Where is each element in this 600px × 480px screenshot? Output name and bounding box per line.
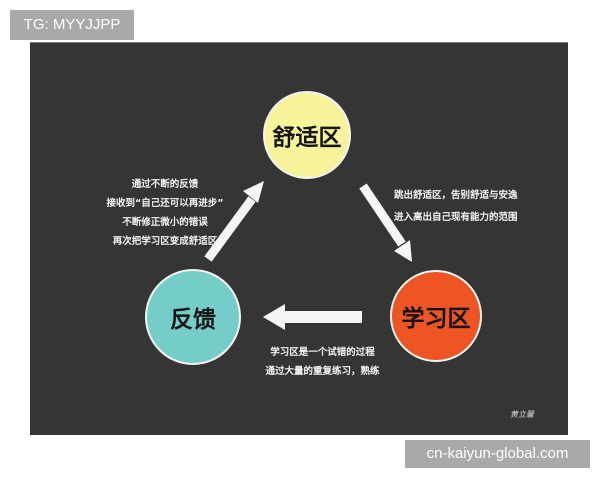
caption-line: 不断修正微小的错误 [122,217,208,228]
caption-line: 通过不断的反馈 [131,179,199,190]
caption-comfort-to-learning: 跳出舒适区，告别舒适与安逸 进入高出自己现有能力的范围 [394,185,518,229]
arrow-up-right-icon [204,181,264,262]
node-label: 舒适区 [272,125,342,151]
caption-line: 跳出舒适区，告别舒适与安逸 [394,190,518,201]
caption-line: 学习区是一个试错的过程 [270,347,375,358]
node-feedback: 反馈 [145,269,241,365]
caption-line: 通过大量的重复练习，熟练 [265,366,380,377]
caption-line: 再次把学习区变成舒适区 [112,236,218,247]
arrow-left-icon [263,304,362,330]
node-comfort-zone: 舒适区 [263,91,351,179]
caption-learning-to-feedback: 学习区是一个试错的过程 通过大量的重复练习，熟练 [250,343,395,381]
author-signature: 黄立馨 [510,410,534,419]
caption-line: 接收到“自己还可以再进步” [106,198,224,209]
node-learning-zone: 学习区 [390,270,482,362]
arrow-down-right-icon [359,183,412,262]
learning-zone-diagram: 舒适区 反馈 学习区 通过不断的反馈 接收到“自己还可以再进步” 不断修正微小的… [30,42,568,435]
watermark-url: cn-kaiyun-global.com [405,440,590,468]
node-label: 反馈 [170,307,216,333]
node-label: 学习区 [401,306,471,332]
caption-feedback-to-comfort: 通过不断的反馈 接收到“自己还可以再进步” 不断修正微小的错误 再次把学习区变成… [80,175,250,251]
cycle-arrows [204,181,412,330]
caption-line: 进入高出自己现有能力的范围 [394,212,518,223]
watermark-tag: TG: MYYJJPP [10,10,134,40]
